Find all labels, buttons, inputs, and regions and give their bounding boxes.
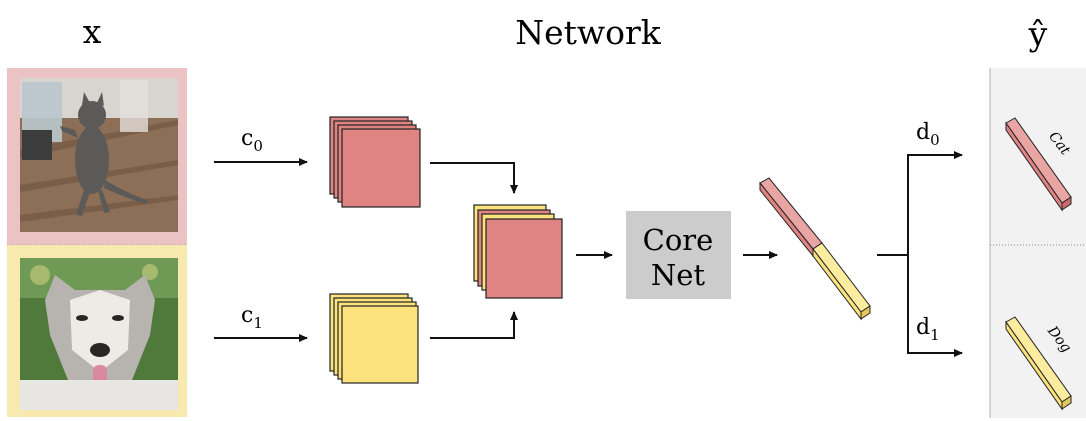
core-net-box: Core Net — [626, 211, 731, 299]
d1-arrow — [907, 255, 963, 357]
output-title: ŷ — [1028, 14, 1048, 53]
d0-label: d0 — [916, 120, 940, 149]
c1-feature-stack — [329, 293, 419, 384]
embedding-bar — [759, 177, 871, 321]
c1-label: c1 — [241, 303, 263, 332]
cat-input — [7, 68, 187, 245]
network-title: Network — [515, 13, 662, 52]
merged-feature-stack — [473, 204, 563, 299]
core-net-line1: Core — [643, 223, 714, 257]
merge-arrow-bottom — [430, 311, 518, 339]
d0-arrow — [907, 151, 963, 255]
merge-arrow-top — [430, 162, 518, 194]
output-panel: Cat Dog — [989, 68, 1086, 418]
input-title: x — [83, 12, 102, 51]
d1-label: d1 — [916, 315, 940, 344]
dog-photo — [20, 258, 178, 410]
c0-feature-stack — [329, 116, 421, 208]
cat-photo — [20, 78, 178, 232]
dog-output-bar — [1005, 316, 1072, 411]
core-net-line2: Net — [651, 258, 706, 292]
cat-output-bar — [1005, 117, 1072, 212]
c0-label: c0 — [241, 126, 263, 155]
dog-input — [7, 245, 187, 417]
